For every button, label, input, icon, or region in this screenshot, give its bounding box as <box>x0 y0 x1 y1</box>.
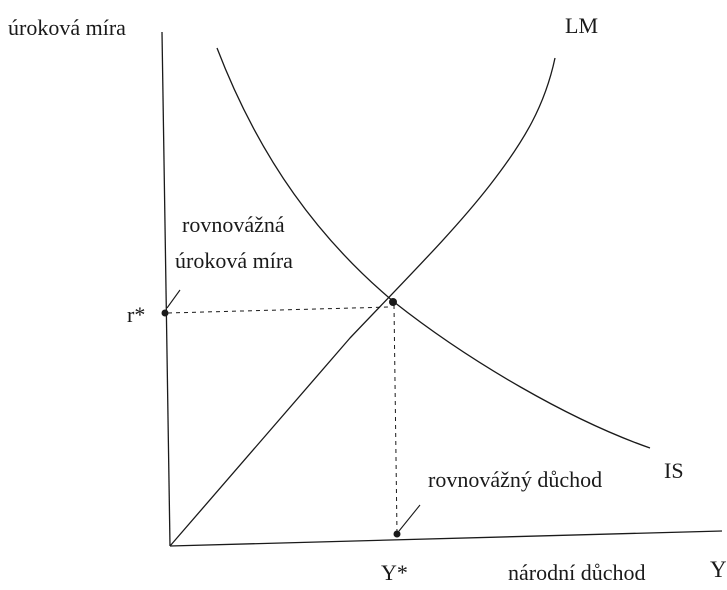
is-label: IS <box>664 458 684 483</box>
x-axis-symbol: Y <box>710 557 727 582</box>
income-tick-label: Y* <box>381 560 408 585</box>
y-axis-label: úroková míra <box>8 15 126 40</box>
rate-tick-label: r* <box>127 302 145 327</box>
rate-caption-line1: rovnovážná <box>182 212 285 237</box>
lm-curve <box>169 57 556 547</box>
rate-guide-line <box>167 306 391 314</box>
x-axis <box>169 530 723 547</box>
rate-point <box>161 309 169 317</box>
equilibrium-point <box>389 298 397 306</box>
income-guide-line <box>393 304 398 535</box>
rate-caption-line2: úroková míra <box>175 248 293 273</box>
x-axis-label: národní důchod <box>508 560 645 585</box>
rate-caption-leader <box>166 289 181 309</box>
income-caption-leader <box>398 504 421 532</box>
income-caption: rovnovážný důchod <box>428 467 602 492</box>
income-point <box>393 530 401 538</box>
y-axis <box>161 31 171 547</box>
lm-label: LM <box>565 13 598 38</box>
